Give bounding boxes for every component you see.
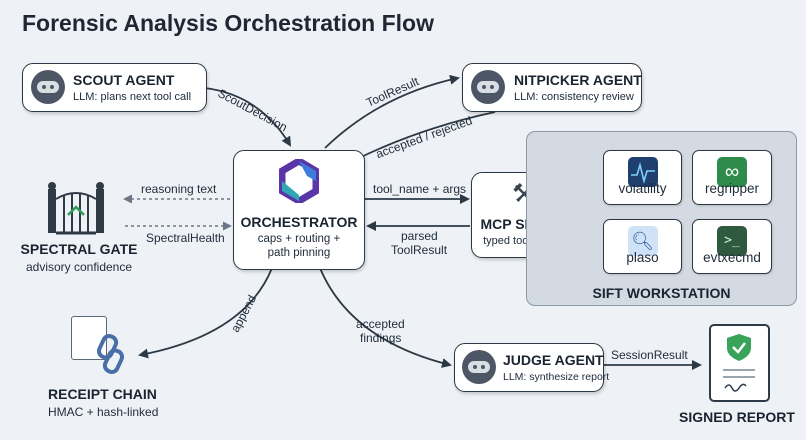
tool-regripper: ∞ regripper <box>692 150 772 205</box>
sift-workstation-label: SIFT WORKSTATION <box>592 285 731 301</box>
terminal-icon: >_ <box>717 226 747 256</box>
label-accepted: accepted <box>356 317 405 331</box>
tool-volatility-label: volatility <box>618 181 667 196</box>
robot-icon <box>471 70 505 104</box>
hexagon-icon <box>279 159 319 203</box>
edge-findings <box>319 267 452 368</box>
spectral-gate-name: SPECTRAL GATE <box>20 241 138 257</box>
label-tool-name-args: tool_name + args <box>373 182 467 196</box>
label-parsed: parsed <box>401 229 438 243</box>
sift-workstation-panel: volatility ∞ regripper 🔍︎ plaso >_ evtxe… <box>526 131 797 306</box>
receipt-chain-name: RECEIPT CHAIN <box>48 386 157 402</box>
robot-icon <box>31 70 65 104</box>
chain-link-icon: ∞ <box>717 157 747 187</box>
judge-agent-sub: LLM: synthesize report <box>503 371 610 383</box>
receipt-chain-sub: HMAC + hash-linked <box>48 405 159 419</box>
tool-plaso-label: plaso <box>626 250 659 265</box>
edge-orchestrator-nitpicker <box>324 74 460 149</box>
nitpicker-agent-sub: LLM: consistency review <box>514 91 634 103</box>
orchestrator-sub-1: caps + routing + <box>257 233 341 245</box>
label-session-result: SessionResult <box>611 348 688 362</box>
tool-regripper-label: regripper <box>704 181 760 196</box>
nitpicker-agent-name: NITPICKER AGENT <box>514 72 642 88</box>
label-findings: findings <box>360 331 402 345</box>
gate-icon <box>46 179 106 235</box>
orchestrator-card: ORCHESTRATOR caps + routing + path pinni… <box>233 150 365 270</box>
nitpicker-agent-card: NITPICKER AGENT LLM: consistency review <box>462 63 642 112</box>
tool-volatility: volatility <box>603 150 682 205</box>
scout-agent-card: SCOUT AGENT LLM: plans next tool call <box>22 63 207 112</box>
edge-nitpicker-orchestrator <box>353 111 496 161</box>
tool-evtxecmd: >_ evtxecmd <box>692 219 772 274</box>
spectral-gate-sub: advisory confidence <box>25 260 133 274</box>
scout-agent-sub: LLM: plans next tool call <box>73 91 192 103</box>
chain-link-icon <box>96 334 126 374</box>
tool-evtxecmd-label: evtxecmd <box>703 250 761 265</box>
page-title: Forensic Analysis Orchestration Flow <box>22 10 434 36</box>
signed-report-name: SIGNED REPORT <box>679 409 795 425</box>
signed-report-icon <box>709 324 770 402</box>
orchestrator-name: ORCHESTRATOR <box>240 214 358 230</box>
label-parsed-tool-result: ToolResult <box>391 243 448 257</box>
scout-agent-name: SCOUT AGENT <box>73 72 175 88</box>
magnifier-icon: 🔍︎ <box>627 226 658 256</box>
orchestrator-sub-2: path pinning <box>267 247 331 259</box>
label-reasoning-text: reasoning text <box>141 182 217 196</box>
waveform-icon <box>627 157 658 187</box>
edge-scout-orchestrator <box>204 87 292 147</box>
tool-plaso: 🔍︎ plaso <box>603 219 682 274</box>
judge-agent-name: JUDGE AGENT <box>503 352 604 368</box>
edge-append <box>138 267 273 359</box>
judge-agent-card: JUDGE AGENT LLM: synthesize report <box>454 343 609 392</box>
label-spectral-health: SpectralHealth <box>146 231 225 245</box>
robot-icon <box>462 350 496 384</box>
